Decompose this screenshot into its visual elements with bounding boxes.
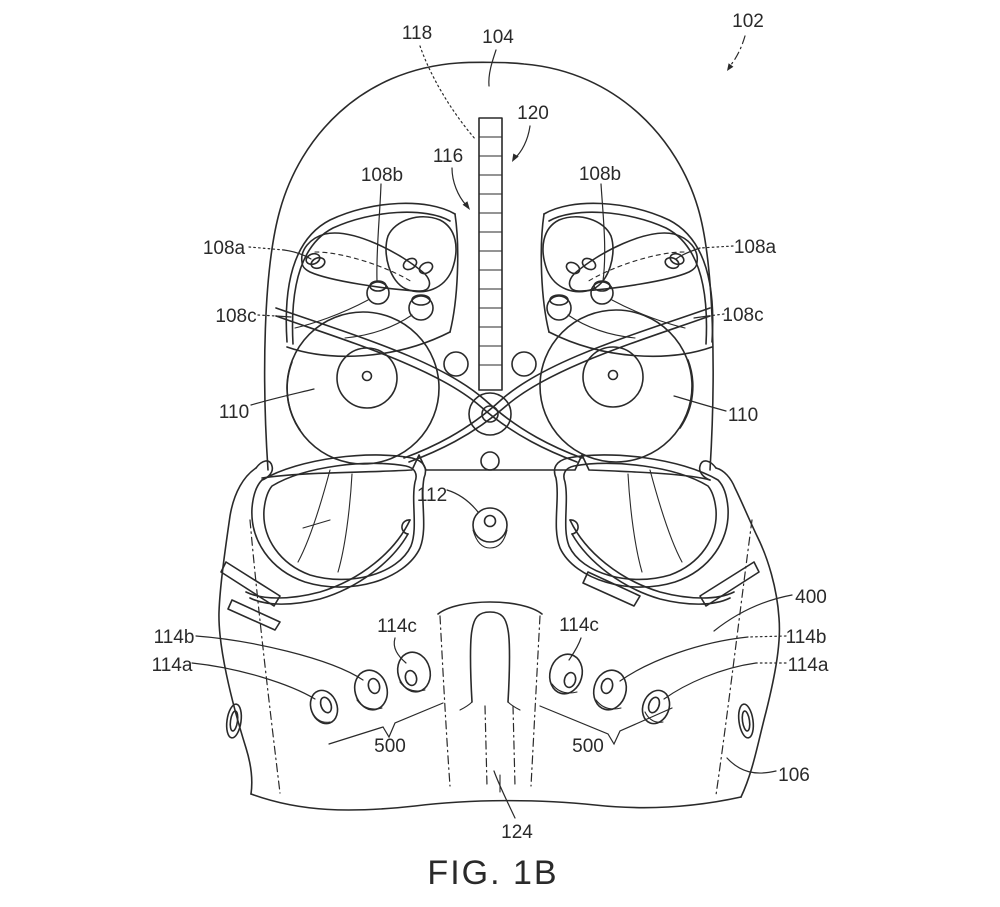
ref-label-102: 102 [732,11,764,32]
nose-slot [437,601,543,793]
ref-label-114a-right: 114a [788,655,829,676]
brow-pod-left [285,202,459,358]
ref-label-120: 120 [517,103,549,124]
ref-label-124: 124 [501,822,533,843]
ref-label-104: 104 [482,27,514,48]
ref-label-500-right: 500 [572,736,604,757]
lower-mask-outline [218,454,781,811]
ref-label-114b-right: 114b [786,627,827,648]
ref-label-108c-left: 108c [215,306,256,327]
figure-line-art [218,61,781,811]
ref-label-118: 118 [402,23,432,44]
ref-label-114c-right: 114c [559,615,599,636]
ref-label-108c-right: 108c [722,305,763,326]
ref-label-112: 112 [417,485,447,506]
ref-label-114b-left: 114b [154,627,195,648]
ref-label-108a-left: 108a [203,238,246,259]
leader-lines [191,35,793,819]
ref-label-108b-right: 108b [579,164,621,185]
ref-label-114c-left: 114c [377,616,417,637]
ruler-strip [478,117,503,391]
ref-label-114a-left: 114a [152,655,193,676]
ref-label-400: 400 [795,587,827,608]
center-rings [443,351,537,471]
ref-label-116: 116 [433,146,463,167]
crossing-bands [275,307,711,463]
reference-labels: 102 118 104 120 116 108b 108b 108a 108a … [152,11,829,843]
eye-left [286,311,440,465]
ref-label-108b-left: 108b [361,165,403,186]
ref-label-500-left: 500 [374,736,406,757]
brow-pod-right [540,202,714,358]
goggle-left [220,454,427,631]
ref-label-106: 106 [778,765,810,786]
ref-label-110-left: 110 [219,402,249,423]
grommets [225,651,755,739]
eye-right [539,309,694,463]
goggle-right [553,454,760,607]
figure-caption: FIG. 1B [427,854,558,892]
ref-label-108a-right: 108a [734,237,777,258]
head-dome-outline [263,61,714,471]
grommet-112 [472,507,508,549]
ref-label-110-right: 110 [728,405,758,426]
